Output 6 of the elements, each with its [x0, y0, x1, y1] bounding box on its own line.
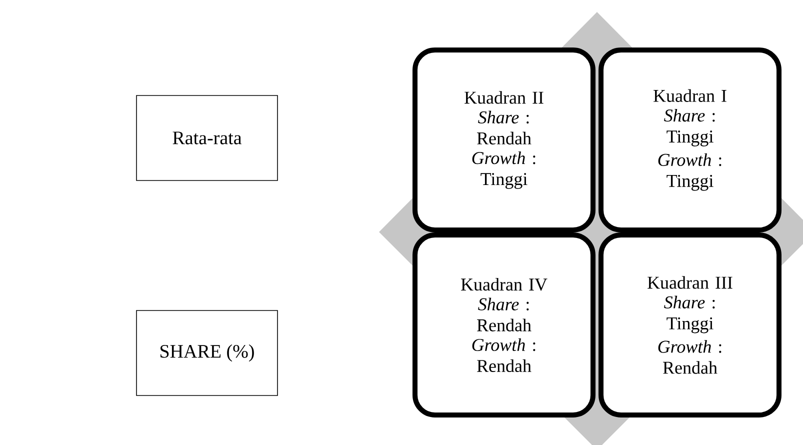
quadrant-box: Kuadran I Share : Tinggi Growth : Tinggi [598, 48, 782, 232]
text-box: Rata-rata [136, 95, 278, 181]
text-box: SHARE (%) [136, 310, 278, 396]
quadrant-box: Kuadran II Share : Rendah Growth : Tinggi [412, 48, 596, 232]
quadrant-box: Kuadran IV Share : Rendah Growth : Rendah [412, 232, 596, 418]
quadrant-box: Kuadran III Share : Tinggi Growth : Rendah [598, 232, 782, 418]
